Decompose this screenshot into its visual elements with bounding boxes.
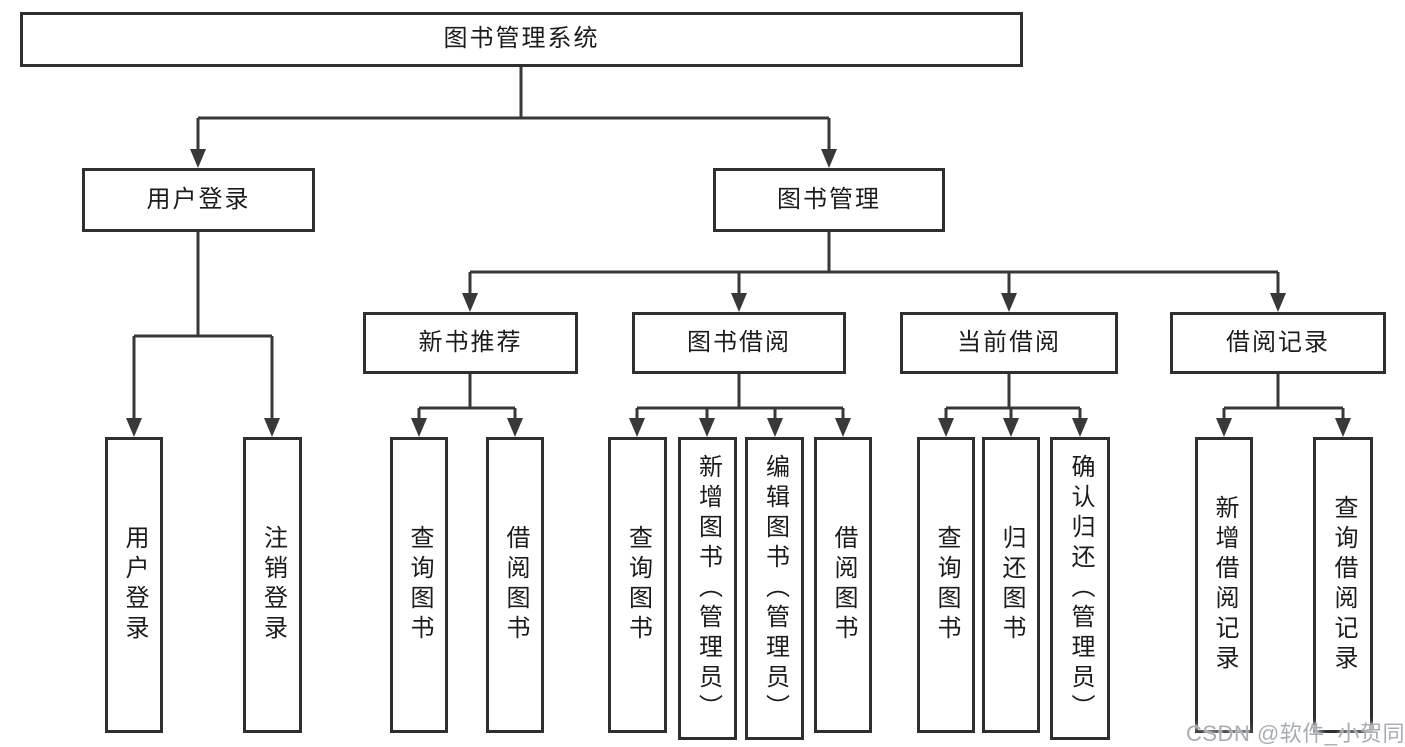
node-label: 用户登录 (121, 525, 148, 645)
arrow-down-icon (629, 418, 851, 437)
node-borrow-records: 借阅记录 (1170, 312, 1386, 374)
leaf-query-books-3: 查询图书 (917, 437, 975, 733)
node-label: 查询图书 (624, 525, 652, 645)
node-label: 借阅图书 (502, 525, 529, 645)
leaf-return-books: 归还图书 (982, 437, 1040, 733)
node-label: 查询借阅记录 (1330, 495, 1357, 675)
connector-new-book-children (411, 374, 523, 437)
node-label: 新增图书（管理员） (694, 453, 722, 724)
arrow-down-icon (411, 418, 523, 437)
connector-user-login-children (126, 232, 280, 437)
leaf-borrow-books-1: 借阅图书 (486, 437, 544, 733)
arrow-down-icon (1216, 418, 1351, 437)
node-label: 借阅图书 (830, 525, 857, 645)
leaf-query-borrow-record: 查询借阅记录 (1313, 437, 1373, 733)
node-label: 图书借阅 (687, 328, 791, 356)
node-library-management-system: 图书管理系统 (20, 12, 1023, 67)
node-label: 查询图书 (933, 525, 960, 645)
connector-current-borrow-children (938, 374, 1088, 437)
leaf-borrow-books-2: 借阅图书 (814, 437, 872, 733)
leaf-logout: 注销登录 (243, 437, 302, 733)
node-user-login: 用户登录 (82, 168, 315, 232)
leaf-user-login: 用户登录 (105, 437, 163, 733)
node-current-borrowing: 当前借阅 (900, 312, 1118, 374)
node-new-book-recommend: 新书推荐 (363, 312, 578, 374)
leaf-confirm-return-admin: 确认归还（管理员） (1050, 437, 1110, 740)
node-label: 编辑图书（管理员） (761, 453, 789, 724)
node-label: 新增借阅记录 (1211, 495, 1238, 675)
node-label: 新书推荐 (418, 328, 523, 356)
node-label: 借阅记录 (1226, 328, 1330, 356)
node-label: 确认归还（管理员） (1067, 453, 1094, 724)
arrow-down-icon (126, 418, 280, 437)
leaf-add-books-admin: 新增图书（管理员） (678, 437, 737, 740)
leaf-edit-books-admin: 编辑图书（管理员） (745, 437, 804, 740)
connector-book-mgmt-children (462, 232, 1286, 312)
node-book-management: 图书管理 (713, 168, 945, 232)
node-label: 归还图书 (998, 525, 1025, 645)
leaf-query-books-1: 查询图书 (390, 437, 448, 733)
leaf-query-books-2: 查询图书 (608, 437, 667, 733)
arrow-down-icon (462, 293, 1286, 312)
node-label: 查询图书 (406, 525, 433, 645)
node-label: 用户登录 (146, 185, 251, 213)
arrow-down-icon (938, 418, 1088, 437)
arrow-down-icon (190, 149, 837, 168)
leaf-add-borrow-record: 新增借阅记录 (1195, 437, 1253, 733)
connector-borrow-record-children (1216, 374, 1351, 437)
node-label: 当前借阅 (957, 328, 1061, 356)
csdn-watermark: CSDN @软件_小贺同学 (1186, 721, 1405, 746)
node-label: 注销登录 (259, 525, 287, 645)
node-book-borrowing: 图书借阅 (632, 312, 846, 374)
node-label: 图书管理系统 (443, 25, 600, 53)
connector-root-to-level2 (190, 67, 837, 168)
connector-book-borrow-children (629, 374, 851, 437)
node-label: 图书管理 (777, 185, 881, 213)
